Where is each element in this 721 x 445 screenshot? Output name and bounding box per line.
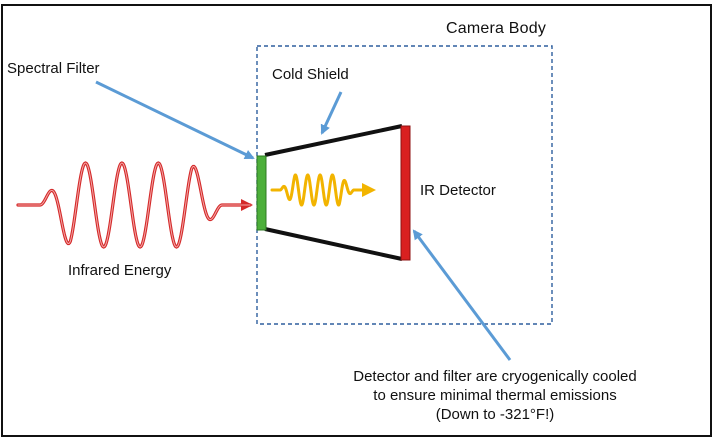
image-frame	[1, 4, 712, 437]
cryogenic-note-line: Detector and filter are cryogenically co…	[353, 368, 637, 385]
spectral-filter-label: Spectral Filter	[7, 60, 100, 77]
cold-shield-label: Cold Shield	[272, 66, 349, 83]
cold-shield-top-line	[264, 124, 403, 157]
cryogenic-note-line: (Down to -321°F!)	[435, 406, 555, 423]
infrared-wave-highlight	[17, 162, 251, 248]
spectral-filter-pointer-arrow	[95, 80, 255, 160]
camera-body-label: Camera Body	[446, 20, 547, 37]
cold-shield-bottom-line	[264, 227, 403, 261]
ir-detector	[400, 125, 411, 261]
ir-detector-label: IR Detector	[420, 182, 496, 199]
cryogenic-note: Detector and filter are cryogenically co…	[300, 367, 690, 424]
infrared-energy-label: Infrared Energy	[68, 262, 172, 279]
filtered-wave	[270, 173, 376, 207]
infrared-wave	[16, 161, 253, 249]
spectral-filter	[256, 155, 267, 231]
ir-detector-pointer-arrow	[412, 229, 512, 361]
cold-shield-pointer-arrow	[320, 91, 343, 135]
cryogenic-note-line: to ensure minimal thermal emissions	[373, 387, 617, 404]
camera-body-outline	[256, 45, 553, 325]
